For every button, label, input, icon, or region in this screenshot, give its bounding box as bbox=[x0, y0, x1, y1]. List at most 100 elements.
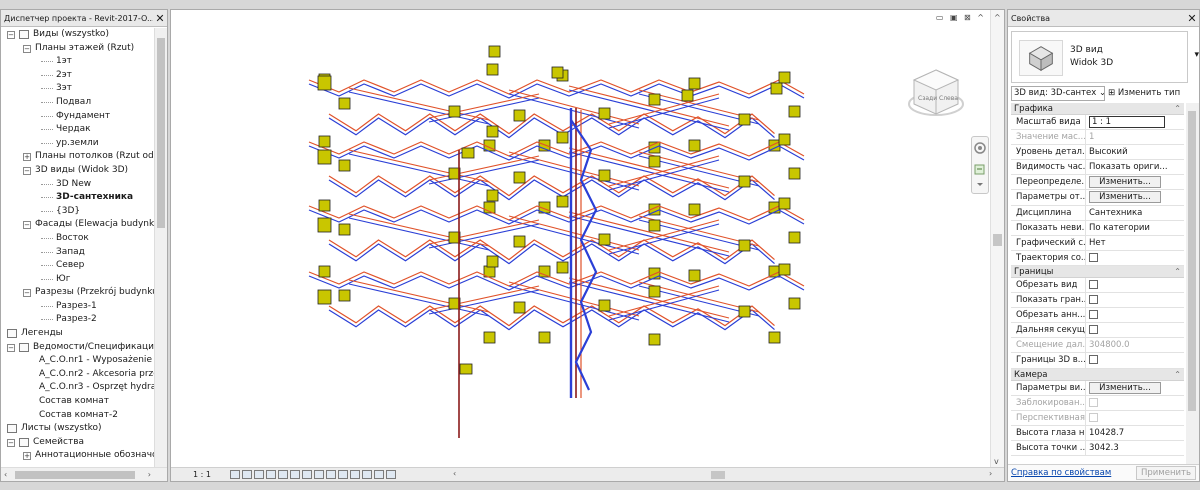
property-value[interactable]: 10428.7 bbox=[1089, 427, 1125, 438]
tree-item[interactable]: +Планы потолков (Rzut odw bbox=[1, 150, 155, 164]
radiator[interactable] bbox=[317, 75, 332, 91]
supply-branch[interactable] bbox=[608, 155, 720, 187]
supply-pipe[interactable] bbox=[308, 205, 805, 221]
radiator[interactable] bbox=[488, 45, 501, 58]
radiator[interactable] bbox=[483, 331, 496, 344]
collapse-icon[interactable]: ⌃ bbox=[1174, 369, 1181, 379]
property-value[interactable] bbox=[1086, 323, 1184, 337]
scroll-thumb[interactable] bbox=[157, 38, 165, 228]
property-group-header[interactable]: Границы⌃ bbox=[1011, 265, 1184, 278]
constraints-icon[interactable] bbox=[386, 470, 396, 479]
tree-item[interactable]: −3D виды (Widok 3D) bbox=[1, 164, 155, 178]
return-branch[interactable] bbox=[428, 97, 540, 123]
radiator[interactable] bbox=[513, 235, 526, 248]
lock-view-icon[interactable] bbox=[314, 470, 324, 479]
reveal-hidden-icon[interactable] bbox=[338, 470, 348, 479]
return-branch[interactable] bbox=[608, 223, 720, 255]
radiator[interactable] bbox=[459, 363, 473, 375]
sun-path-icon[interactable] bbox=[254, 470, 264, 479]
radiator[interactable] bbox=[681, 89, 694, 102]
supply-branch[interactable] bbox=[428, 93, 540, 119]
radiator[interactable] bbox=[778, 197, 791, 210]
radiator[interactable] bbox=[556, 195, 569, 208]
apply-button[interactable]: Применить bbox=[1136, 466, 1196, 480]
tree-item[interactable]: Запад bbox=[1, 246, 155, 260]
steering-wheel-icon[interactable] bbox=[974, 142, 986, 154]
return-pipe[interactable] bbox=[308, 275, 805, 291]
radiator[interactable] bbox=[448, 167, 461, 180]
scroll-left-icon[interactable]: ‹ bbox=[4, 470, 8, 479]
scroll-right-icon[interactable]: › bbox=[147, 470, 151, 479]
expand-icon[interactable]: + bbox=[23, 153, 31, 162]
radiator[interactable] bbox=[513, 301, 526, 314]
supply-branch[interactable] bbox=[568, 147, 730, 189]
supply-branch[interactable] bbox=[568, 277, 730, 319]
supply-branch[interactable] bbox=[608, 285, 720, 317]
view-horizontal-scroll-thumb[interactable] bbox=[711, 471, 725, 479]
radiator[interactable] bbox=[768, 139, 781, 152]
radiator[interactable] bbox=[688, 203, 701, 216]
radiator[interactable] bbox=[318, 135, 331, 148]
radiator[interactable] bbox=[317, 149, 332, 165]
scroll-thumb[interactable] bbox=[1188, 111, 1196, 411]
radiator[interactable] bbox=[338, 97, 351, 110]
radiator[interactable] bbox=[778, 133, 791, 146]
return-branch[interactable] bbox=[348, 91, 490, 125]
radiator[interactable] bbox=[770, 82, 783, 95]
property-checkbox[interactable] bbox=[1089, 310, 1098, 320]
property-value[interactable]: Сантехника bbox=[1089, 207, 1143, 218]
tree-item[interactable]: −Виды (wszystko) bbox=[1, 28, 155, 42]
tree-item[interactable]: −Планы этажей (Rzut) bbox=[1, 42, 155, 56]
radiator[interactable] bbox=[738, 113, 751, 126]
zoom-icon[interactable] bbox=[974, 164, 985, 175]
collapse-icon[interactable]: − bbox=[23, 166, 31, 175]
radiator[interactable] bbox=[788, 167, 801, 180]
radiator[interactable] bbox=[483, 201, 496, 214]
property-value[interactable] bbox=[1086, 293, 1184, 307]
radiator[interactable] bbox=[648, 285, 661, 298]
radiator[interactable] bbox=[556, 131, 569, 144]
return-branch[interactable] bbox=[608, 97, 720, 129]
property-value[interactable]: 3042.3 bbox=[1089, 442, 1119, 453]
radiator[interactable] bbox=[486, 255, 499, 268]
collapse-icon[interactable]: ⌃ bbox=[1174, 104, 1181, 113]
radiator[interactable] bbox=[788, 231, 801, 244]
property-input[interactable]: 1 : 1 bbox=[1089, 116, 1165, 128]
tree-item[interactable]: Подвал bbox=[1, 96, 155, 110]
radiator[interactable] bbox=[778, 71, 791, 84]
return-branch[interactable] bbox=[428, 223, 540, 249]
tree-item[interactable]: +Аннотационные обозначс bbox=[1, 449, 155, 463]
radiator[interactable] bbox=[598, 169, 611, 182]
property-value[interactable]: 1 : 1 bbox=[1086, 115, 1184, 129]
shadows-icon[interactable] bbox=[266, 470, 276, 479]
radiator[interactable] bbox=[538, 331, 551, 344]
supply-branch[interactable] bbox=[608, 93, 720, 125]
return-branch[interactable] bbox=[348, 153, 490, 187]
radiator[interactable] bbox=[778, 263, 791, 276]
radiator[interactable] bbox=[648, 333, 661, 346]
tree-item[interactable]: Листы (wszystko) bbox=[1, 422, 155, 436]
return-branch[interactable] bbox=[428, 289, 540, 315]
radiator[interactable] bbox=[788, 297, 801, 310]
supply-branch[interactable] bbox=[568, 85, 730, 127]
return-pipe[interactable] bbox=[308, 83, 805, 99]
tree-item[interactable]: Восток bbox=[1, 232, 155, 246]
tree-item[interactable]: −Фасады (Elewacja budynku bbox=[1, 218, 155, 232]
view-window-controls[interactable]: ▭ ▣ ⊠ ^ bbox=[935, 13, 986, 22]
radiator[interactable] bbox=[538, 139, 551, 152]
tree-item[interactable]: Север bbox=[1, 259, 155, 273]
collapse-icon[interactable]: − bbox=[23, 44, 31, 53]
radiator[interactable] bbox=[318, 199, 331, 212]
supply-pipe[interactable] bbox=[328, 175, 775, 197]
detail-level-icon[interactable] bbox=[230, 470, 240, 479]
radiator[interactable] bbox=[688, 269, 701, 282]
viewcube-icon[interactable]: Сзади Слева bbox=[906, 64, 966, 124]
property-checkbox[interactable] bbox=[1089, 355, 1098, 365]
property-checkbox[interactable] bbox=[1089, 279, 1098, 289]
properties-scrollbar[interactable] bbox=[1186, 103, 1199, 465]
radiator[interactable] bbox=[688, 77, 701, 90]
tree-item[interactable]: 3D-сантехника bbox=[1, 191, 155, 205]
supply-branch[interactable] bbox=[348, 279, 490, 313]
radiator[interactable] bbox=[738, 305, 751, 318]
property-checkbox[interactable] bbox=[1089, 252, 1098, 262]
